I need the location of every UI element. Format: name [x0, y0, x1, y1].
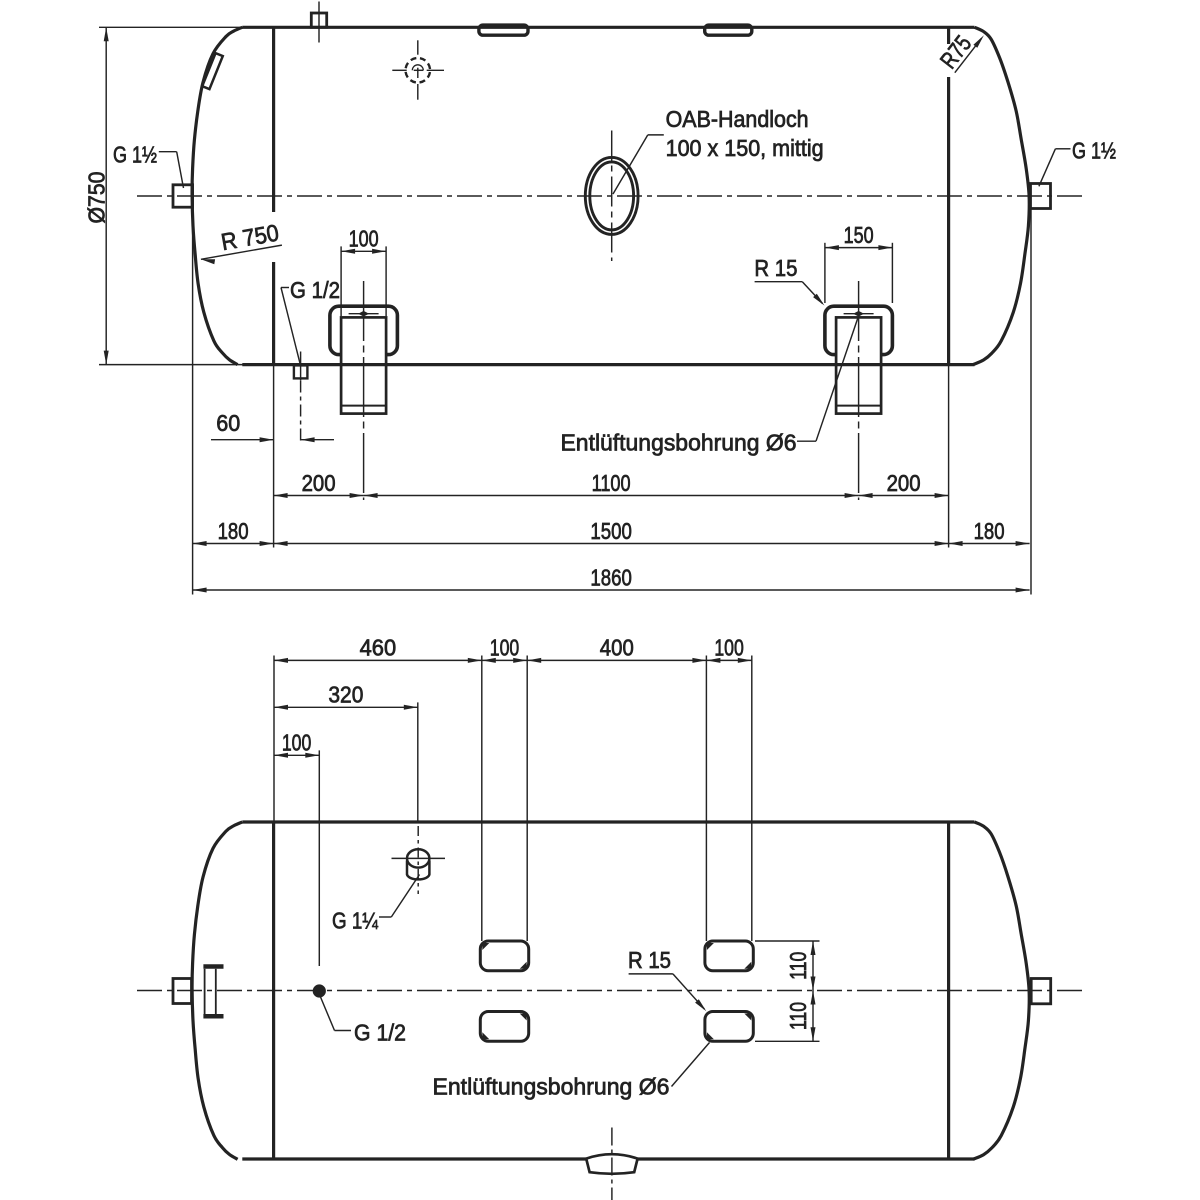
svg-text:100: 100 — [282, 730, 312, 756]
svg-text:G 1/2: G 1/2 — [290, 277, 340, 303]
svg-text:400: 400 — [600, 635, 634, 661]
svg-text:460: 460 — [360, 635, 397, 661]
svg-text:1100: 1100 — [592, 470, 631, 496]
svg-text:G 1½: G 1½ — [1072, 138, 1116, 164]
svg-text:G 1½: G 1½ — [113, 142, 157, 168]
svg-text:100: 100 — [490, 635, 520, 661]
svg-text:Entlüftungsbohrung Ø6: Entlüftungsbohrung Ø6 — [433, 1074, 670, 1100]
svg-text:100: 100 — [714, 635, 744, 661]
svg-text:200: 200 — [302, 470, 336, 496]
svg-text:1860: 1860 — [590, 564, 632, 590]
svg-text:Ø750: Ø750 — [84, 172, 110, 224]
svg-text:60: 60 — [216, 410, 240, 436]
svg-text:110: 110 — [785, 952, 811, 980]
svg-text:OAB-Handloch: OAB-Handloch — [666, 106, 809, 132]
svg-text:G 1/2: G 1/2 — [354, 1020, 406, 1046]
svg-text:180: 180 — [974, 518, 1005, 544]
svg-text:R 15: R 15 — [754, 255, 797, 281]
svg-text:180: 180 — [218, 518, 249, 544]
svg-text:100 x 150, mittig: 100 x 150, mittig — [666, 135, 824, 161]
svg-text:320: 320 — [328, 682, 363, 708]
svg-text:200: 200 — [887, 470, 921, 496]
svg-text:G 1¼: G 1¼ — [332, 908, 378, 934]
svg-text:150: 150 — [844, 222, 874, 248]
svg-text:100: 100 — [349, 226, 379, 252]
svg-text:110: 110 — [785, 1002, 811, 1030]
svg-text:Entlüftungsbohrung Ø6: Entlüftungsbohrung Ø6 — [561, 430, 797, 456]
svg-text:R 15: R 15 — [628, 947, 671, 973]
svg-text:1500: 1500 — [590, 518, 632, 544]
